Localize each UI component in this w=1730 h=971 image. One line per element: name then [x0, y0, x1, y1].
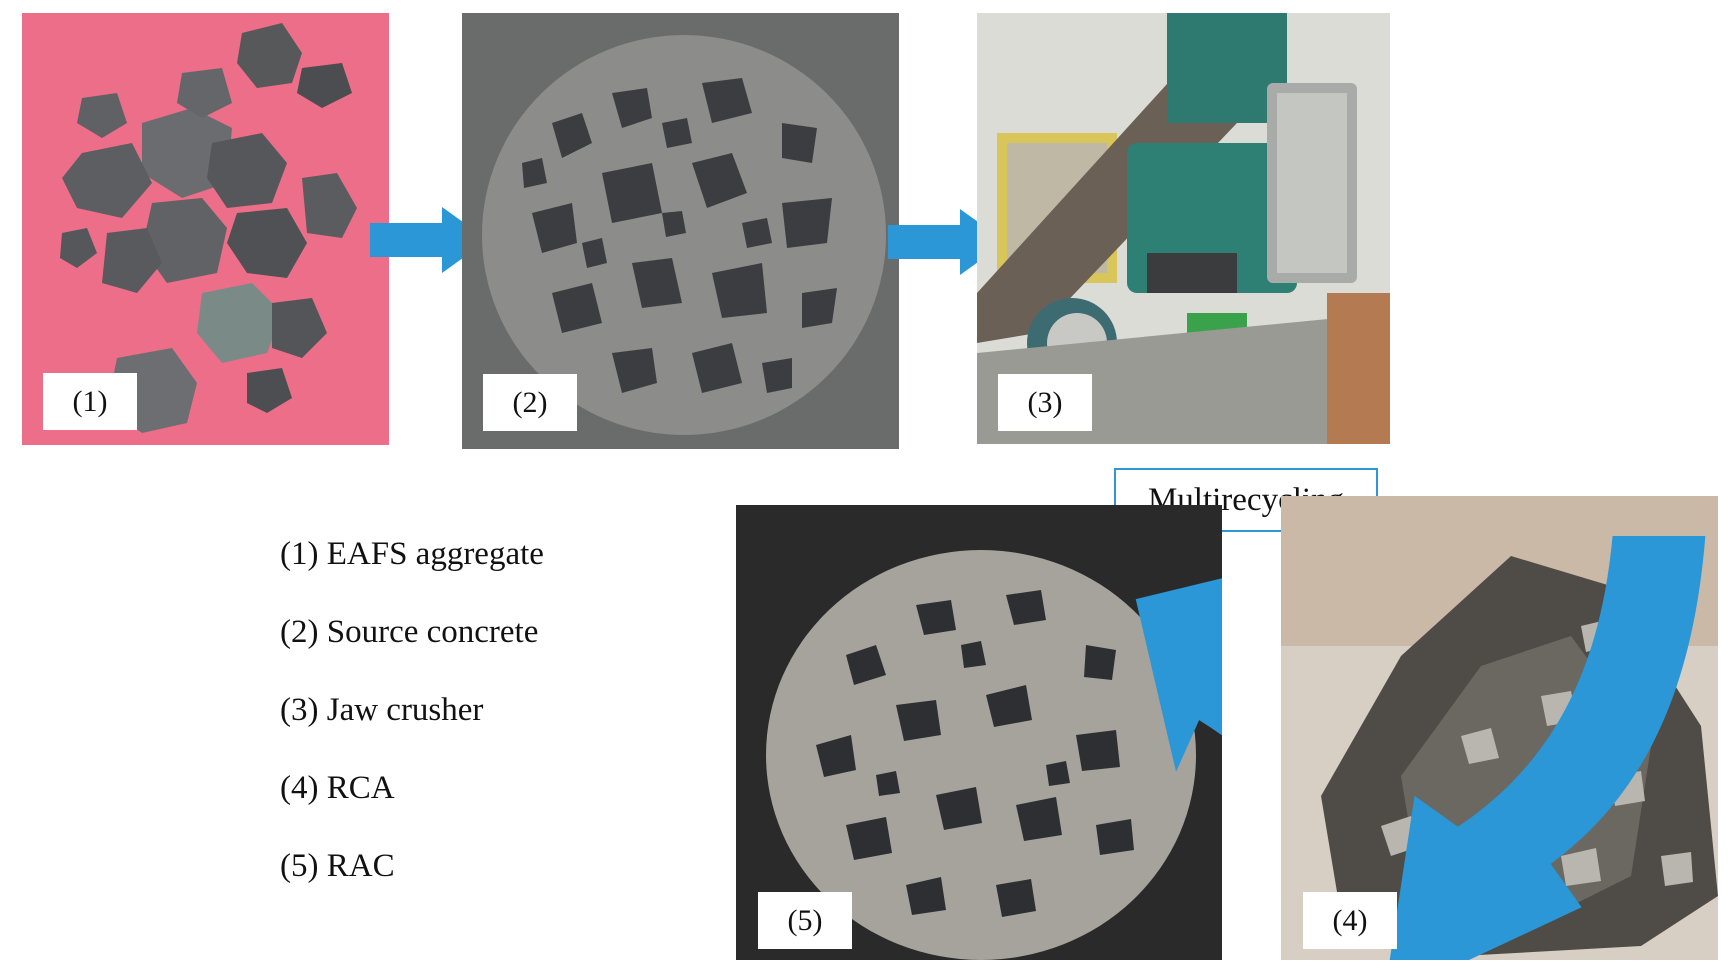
legend: (1) EAFS aggregate (2) Source concrete (…: [280, 528, 544, 918]
panel-tag-5: (5): [758, 892, 852, 949]
curved-arrow-down-icon: [1389, 536, 1706, 960]
legend-item-source-concrete: (2) Source concrete: [280, 614, 539, 650]
curved-arrow-icon: [1189, 355, 1390, 444]
legend-item-rca: (4) RCA: [280, 770, 395, 806]
panel-tag-2: (2): [483, 374, 577, 431]
rac-image: [736, 505, 1222, 960]
jaw-crusher-image: [977, 13, 1390, 444]
legend-item-eafs-aggregate: (1) EAFS aggregate: [280, 536, 544, 572]
legend-item-rac: (5) RAC: [280, 848, 395, 884]
legend-item-jaw-crusher: (3) Jaw crusher: [280, 692, 484, 728]
arrow-right-icon: [370, 207, 488, 273]
photo-rca: (4): [1281, 496, 1718, 960]
photo-eafs-aggregate: (1): [22, 13, 389, 445]
photo-jaw-crusher: (3): [977, 13, 1390, 444]
photo-source-concrete: (2): [462, 13, 899, 449]
panel-tag-1: (1): [43, 373, 137, 430]
curved-arrow-up-icon: [1135, 578, 1222, 772]
arrow-right-icon: [888, 209, 1006, 275]
panel-tag-4: (4): [1303, 892, 1397, 949]
panel-tag-3: (3): [998, 374, 1092, 431]
photo-rac: (5): [736, 505, 1222, 960]
